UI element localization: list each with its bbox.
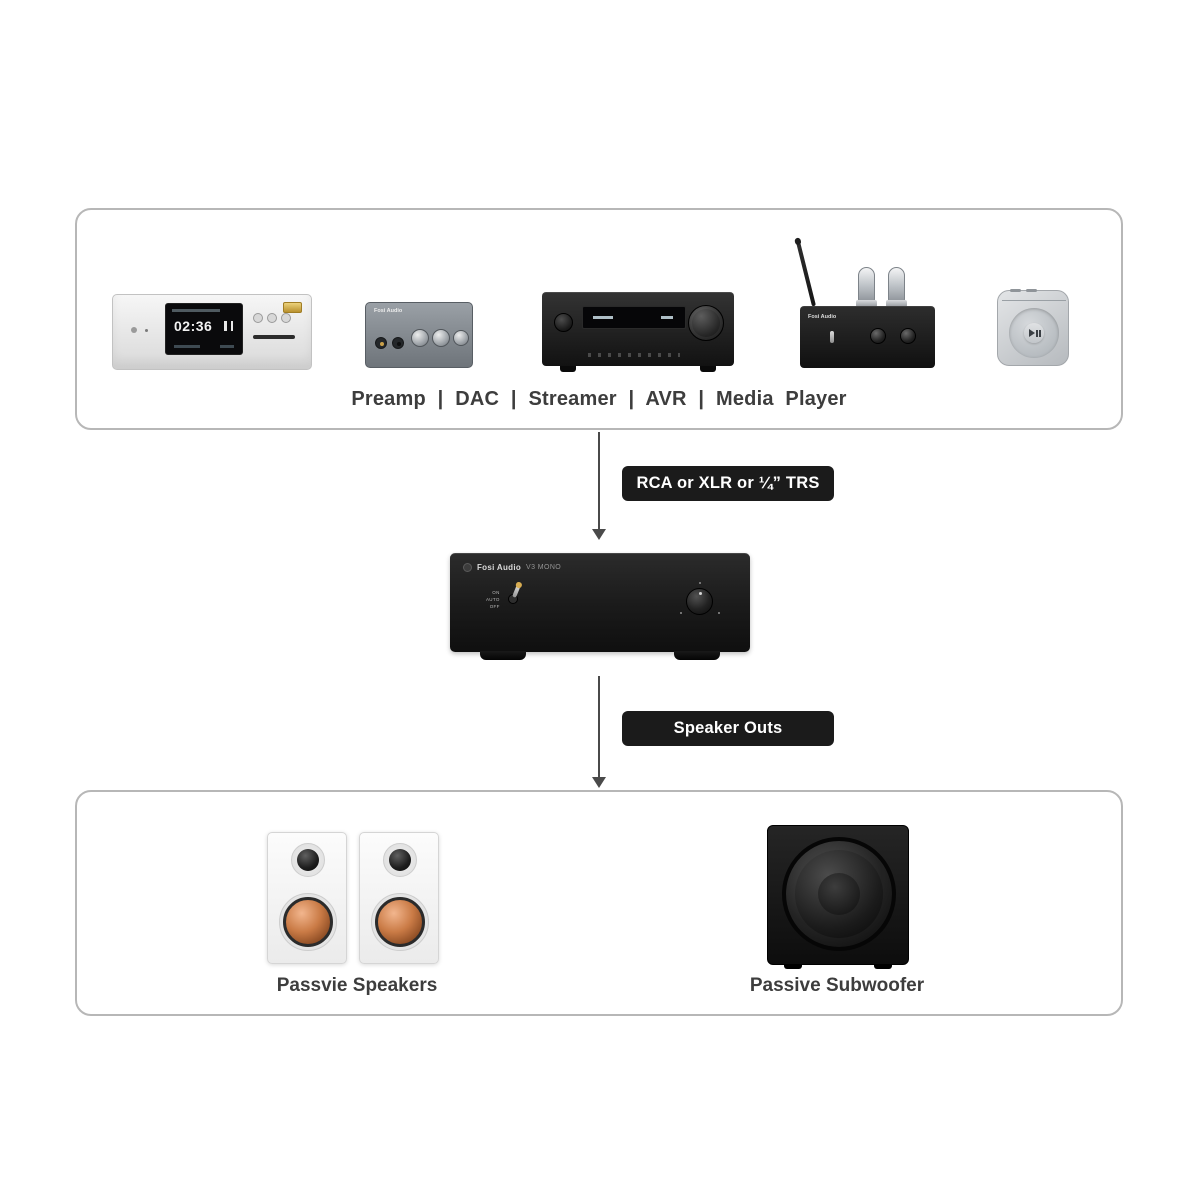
preamp-power-button [131, 327, 137, 333]
avr-input-knob [554, 313, 573, 332]
power-switch-labels: ON AUTO OFF [486, 589, 500, 610]
vacuum-tube [888, 267, 905, 304]
knob-tick [699, 582, 701, 584]
switch-label-auto: AUTO [486, 597, 500, 602]
dac-knob [453, 330, 469, 346]
amplifier-model: V3 MONO [526, 564, 562, 571]
subwoofer-foot [784, 964, 802, 969]
sources-caption: Preamp | DAC | Streamer | AVR | Media Pl… [351, 388, 847, 410]
outputs-box: Passvie Speakers Passive Subwoofer [75, 790, 1123, 1016]
preamp-display-statusline [174, 345, 200, 348]
arrow-sources-to-amplifier [590, 432, 608, 540]
avr-device-image [542, 292, 734, 372]
media-player-click-wheel [1009, 308, 1059, 358]
knob-tick [680, 612, 682, 614]
avr-foot [700, 366, 716, 372]
knob-tick [718, 612, 720, 614]
speaker-woofer [279, 893, 337, 951]
tube-amp-toggle [830, 331, 834, 343]
preamp-button [267, 313, 277, 323]
hires-gold-badge [283, 302, 302, 313]
preamp-display-infoline [172, 309, 220, 312]
pause-icon [1036, 329, 1041, 337]
tube-base [856, 300, 877, 307]
arrow-down-icon [592, 529, 606, 540]
preamp-led [145, 329, 148, 332]
media-player-seam [1002, 300, 1066, 301]
media-player-top-button [1010, 289, 1021, 292]
amplifier-brand: Fosi Audio [477, 563, 522, 572]
volume-knob [686, 588, 713, 615]
switch-label-on: ON [492, 590, 500, 595]
speakers-label: Passvie Speakers [276, 975, 438, 996]
subwoofer-driver [782, 837, 896, 951]
dac-knob [411, 329, 429, 347]
avr-display [582, 306, 686, 329]
speaker-tweeter [383, 843, 417, 877]
preamp-display-time: 02:36 [174, 318, 213, 334]
tube-base [886, 300, 907, 307]
tube-amp-knob [870, 328, 886, 344]
dac-device-image: Fosi Audio [365, 302, 473, 368]
tube-amp-device-image: Fosi Audio [793, 234, 935, 368]
media-player-top-button [1026, 289, 1037, 292]
amplifier-foot [480, 651, 526, 660]
preamp-display-statusline2 [220, 345, 234, 348]
power-toggle-switch [508, 581, 523, 604]
subwoofer-foot [874, 964, 892, 969]
play-icon [1028, 329, 1035, 337]
dac-brand-label: Fosi Audio [374, 308, 403, 314]
media-player-device-image [997, 289, 1069, 366]
passive-speaker-image [267, 832, 347, 964]
avr-volume-knob [688, 305, 724, 341]
speaker-woofer [371, 893, 429, 951]
bluetooth-antenna [793, 237, 816, 307]
dac-headphone-jack-2 [392, 337, 404, 349]
preamp-button [281, 313, 291, 323]
fosi-logo-icon [463, 563, 472, 572]
dac-knob [432, 329, 450, 347]
switch-label-off: OFF [489, 604, 500, 609]
avr-front-ports [588, 353, 680, 357]
sources-box: 02:36 Fosi Audio [75, 208, 1123, 430]
input-connection-label: RCA or XLR or ¼” TRS [622, 466, 834, 501]
preamp-device-image: 02:36 [112, 294, 312, 370]
media-player-center-button [1024, 323, 1044, 343]
tube-amp-brand-label: Fosi Audio [808, 314, 837, 320]
amplifier-foot [674, 651, 720, 660]
preamp-display: 02:36 [165, 303, 243, 355]
preamp-button [253, 313, 263, 323]
avr-foot [560, 366, 576, 372]
speaker-tweeter [291, 843, 325, 877]
arrow-line [597, 432, 601, 529]
arrow-line [597, 676, 601, 777]
toggle-lever [512, 581, 523, 598]
dac-headphone-jack [375, 337, 387, 349]
amplifier-brand-row: Fosi Audio V3 MONO [463, 563, 561, 572]
tube-amp-knob [900, 328, 916, 344]
tube-amp-chassis: Fosi Audio [800, 306, 935, 368]
subwoofer-label: Passive Subwoofer [749, 975, 925, 996]
arrow-amplifier-to-outputs [590, 676, 608, 788]
vacuum-tube [858, 267, 875, 304]
preamp-slot [253, 335, 295, 339]
pause-icon [224, 321, 233, 331]
passive-speaker-image [359, 832, 439, 964]
passive-subwoofer-image [767, 825, 909, 969]
amplifier-device-image: Fosi Audio V3 MONO ON AUTO OFF [450, 553, 750, 660]
output-connection-label: Speaker Outs [622, 711, 834, 746]
arrow-down-icon [592, 777, 606, 788]
